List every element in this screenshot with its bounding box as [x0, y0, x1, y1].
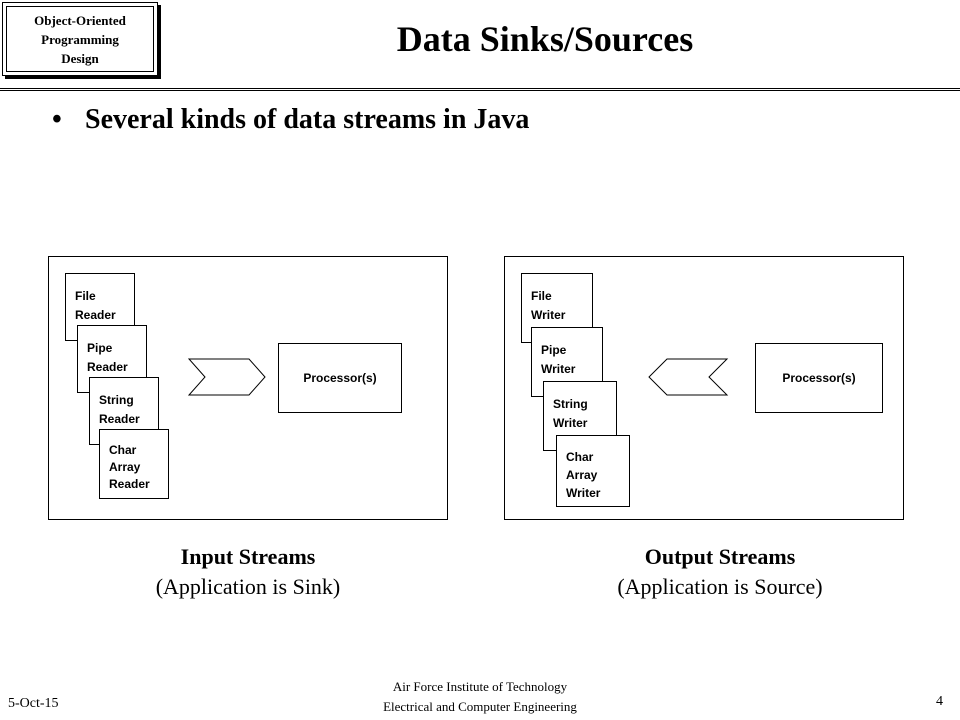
right-chevron-arrow-icon	[187, 358, 266, 396]
processor-box: Processor(s)	[755, 343, 883, 413]
course-label-line: Object-Oriented	[34, 12, 126, 28]
caption-subtitle: (Application is Sink)	[155, 574, 341, 599]
card-label: Array	[566, 468, 598, 482]
title-divider	[0, 88, 960, 91]
bullet-icon: •	[52, 104, 62, 135]
card-label: Writer	[566, 486, 601, 500]
pipe-reader-card: Pipe Reader	[77, 325, 147, 393]
card-label: Array	[109, 460, 141, 474]
card-label: Char	[109, 443, 137, 457]
card-label: Reader	[99, 412, 140, 426]
char-array-reader-card: Char Array Reader	[99, 429, 169, 499]
course-label-line: Design	[61, 50, 99, 66]
card-label: Writer	[553, 416, 588, 430]
footer-institution: Air Force Institute of Technology Electr…	[330, 677, 630, 717]
card-label: String	[553, 397, 588, 411]
card-label: File	[75, 289, 96, 303]
course-label-line: Programming	[41, 31, 119, 47]
page-number: 4	[936, 694, 943, 709]
char-array-writer-card: Char Array Writer	[556, 435, 630, 507]
processor-box: Processor(s)	[278, 343, 402, 413]
course-label: Object-Oriented Programming Design	[6, 6, 154, 72]
left-chevron-arrow-icon	[648, 358, 729, 396]
footer-institution-line: Air Force Institute of Technology	[392, 679, 568, 694]
footer-date: 5-Oct-15	[8, 696, 59, 711]
caption-subtitle: (Application is Source)	[617, 574, 823, 599]
card-label: Reader	[87, 360, 128, 374]
card-label: Pipe	[87, 341, 113, 355]
card-label: Char	[566, 450, 594, 464]
bullet-text: Several kinds of data streams in Java	[85, 104, 530, 135]
caption-title: Output Streams	[644, 544, 796, 569]
card-label: String	[99, 393, 134, 407]
footer-institution-line: Electrical and Computer Engineering	[383, 699, 577, 714]
input-streams-caption: Input Streams (Application is Sink)	[48, 542, 448, 602]
caption-title: Input Streams	[180, 544, 316, 569]
card-label: Reader	[109, 477, 150, 491]
card-label: Writer	[541, 362, 576, 376]
course-label-box: Object-Oriented Programming Design	[2, 2, 158, 76]
slide-title: Data Sinks/Sources	[396, 19, 694, 59]
card-label: File	[531, 289, 552, 303]
output-streams-panel: File Writer Pipe Writer String Writer Ch…	[504, 256, 904, 520]
input-streams-panel: File Reader Pipe Reader String Reader Ch…	[48, 256, 448, 520]
output-streams-caption: Output Streams (Application is Source)	[520, 542, 920, 602]
card-label: Pipe	[541, 343, 567, 357]
card-label: Reader	[75, 308, 116, 322]
card-label: Writer	[531, 308, 566, 322]
